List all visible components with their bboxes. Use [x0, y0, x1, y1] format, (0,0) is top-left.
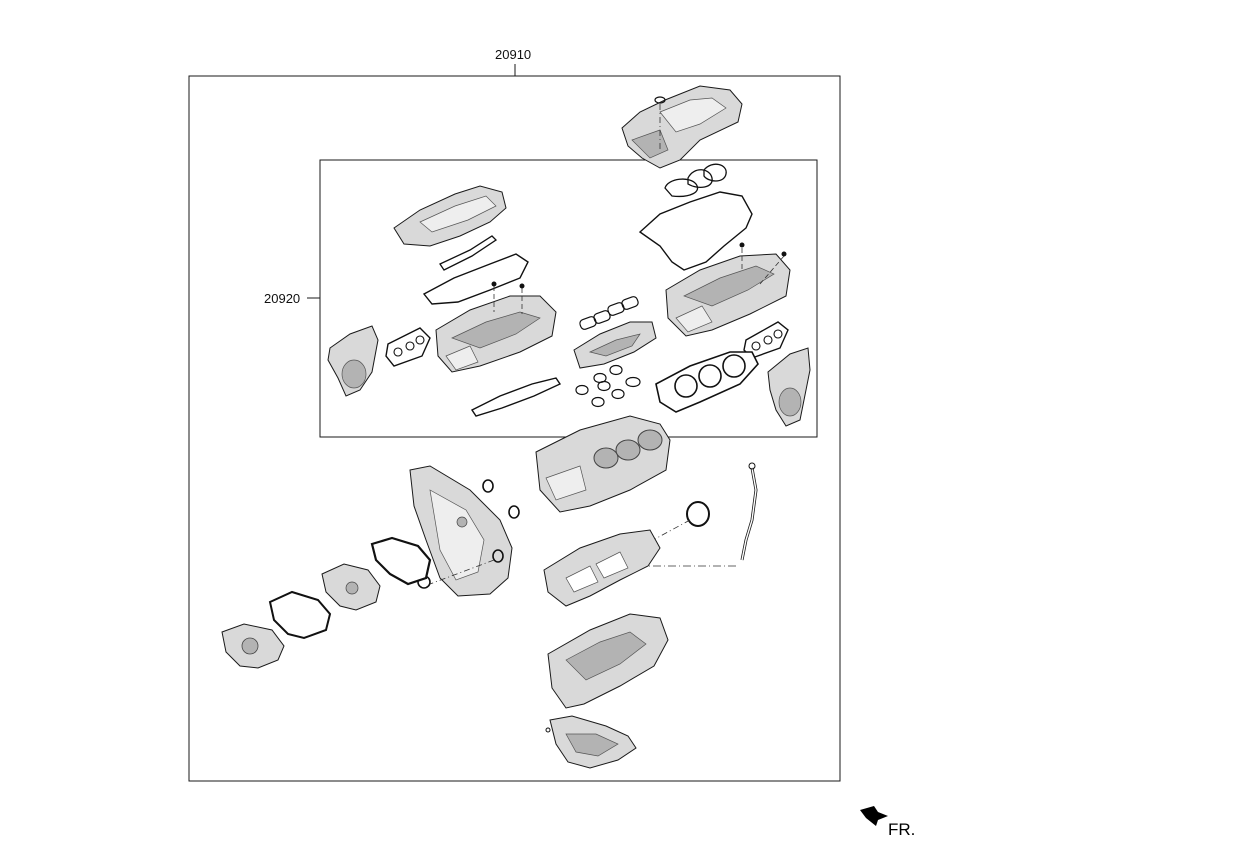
left-valve-cover — [393, 185, 507, 247]
callout-outer-kit: 20910 — [495, 47, 532, 62]
left-exhaust-gasket — [385, 327, 431, 367]
cover-seal-leader — [429, 559, 495, 585]
center-intake-gaskets — [579, 296, 639, 330]
water-pump-housing — [321, 563, 381, 611]
engine-block — [535, 415, 671, 513]
right-exhaust-manifold — [767, 347, 811, 427]
right-exhaust-gasket — [743, 321, 789, 359]
lower-oil-pan — [545, 715, 637, 769]
right-head-gasket — [655, 351, 759, 413]
water-pump — [221, 623, 285, 669]
intake-manifold — [621, 85, 743, 169]
left-cylinder-head — [435, 281, 557, 373]
timing-cover-gasket — [370, 536, 432, 586]
outer-kit-frame — [188, 75, 841, 782]
left-intake-gasket-strip — [439, 235, 498, 271]
front-direction-label: FR. — [888, 820, 916, 839]
left-head-gasket — [470, 377, 562, 417]
left-exhaust-manifold — [327, 325, 379, 397]
left-valve-cover-gasket — [422, 253, 529, 305]
front-direction-arrow-icon — [860, 806, 888, 826]
ladder-frame — [543, 529, 661, 607]
center-intake-runner — [573, 321, 657, 369]
water-pump-gasket — [268, 590, 332, 640]
callout-inner-kit: 20920 — [264, 291, 301, 306]
cover-seals — [417, 479, 520, 589]
timing-chain-cover — [409, 465, 513, 597]
upper-oil-pan — [547, 613, 669, 709]
intake-gasket-set — [664, 163, 727, 198]
right-cylinder-head — [665, 242, 791, 337]
port-gaskets — [575, 364, 641, 408]
rear-crank-seal — [686, 501, 710, 527]
right-valve-cover-gasket — [638, 191, 753, 271]
